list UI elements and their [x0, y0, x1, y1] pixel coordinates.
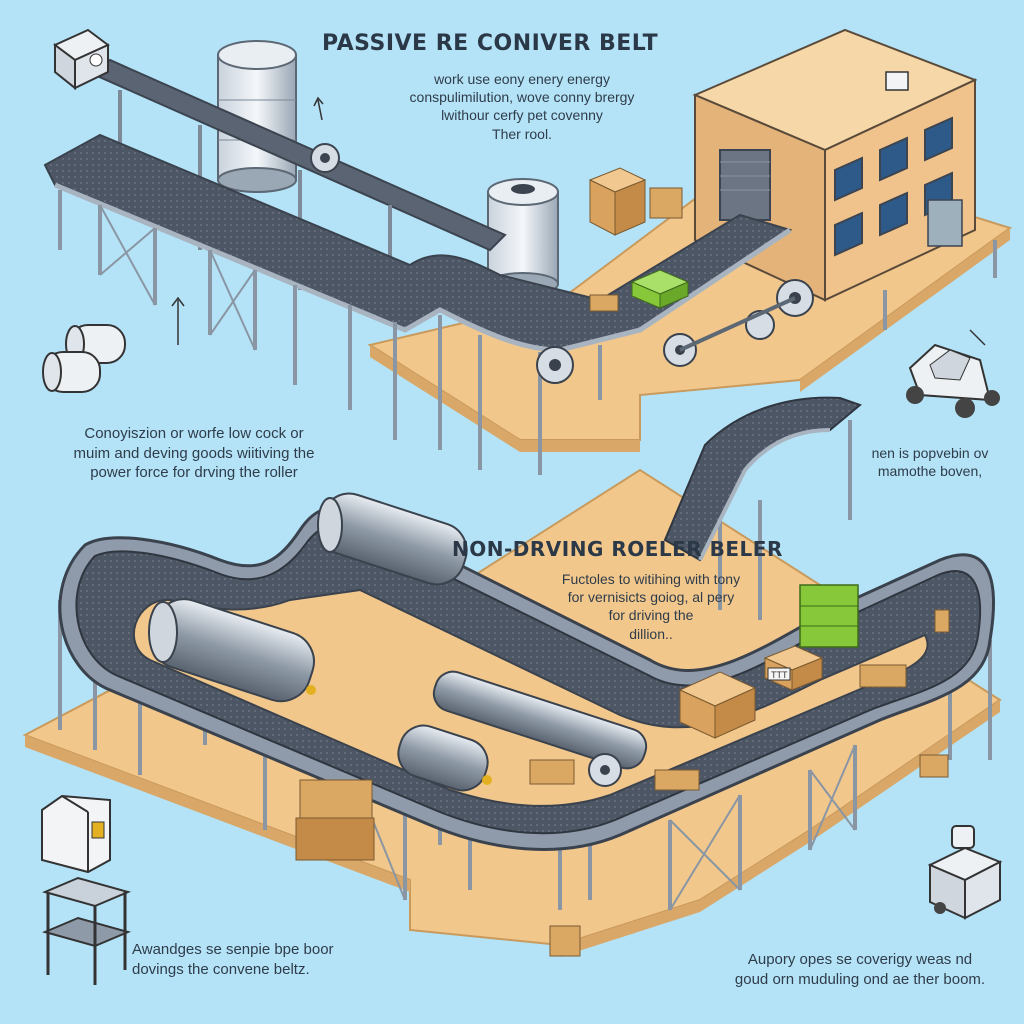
- cargo-boxes-upper: [588, 167, 690, 312]
- caption-bottom-right-line: Aupory opes se coverigy weas nd: [747, 951, 973, 968]
- motor-icon: [53, 28, 110, 91]
- shelf-rack-icon: [41, 876, 132, 985]
- caption-top-line: lwithour cerfy pet covenny: [441, 107, 603, 124]
- caption-right: nen is popvebin ov mamothe boven,: [840, 444, 1020, 480]
- caption-middle-line: for driving the: [608, 607, 694, 624]
- box-sign-text: TTT: [771, 670, 788, 680]
- caption-left-line: muim and deving goods wiitiving the: [73, 444, 315, 462]
- caption-left-line: power force for drving the roller: [90, 464, 298, 481]
- roller-pair-icon: [42, 324, 126, 393]
- drive-wheel: [536, 279, 814, 384]
- caption-bottom-left-line: dovings the convene beltz.: [132, 960, 310, 978]
- steel-coils: [148, 492, 648, 792]
- caption-bottom-left-line: Awandges se senpie bpe boor: [132, 941, 334, 958]
- gearbox-icon: [41, 794, 111, 874]
- caption-bottom-left: Awandges se senpie bpe boor dovings the …: [132, 940, 412, 979]
- caption-top-line: work use eony enery energy: [434, 71, 610, 87]
- caption-left-line: Conoyiszion or worfe low cock or: [84, 425, 304, 442]
- electric-motor-icon: [927, 825, 1003, 920]
- title-passive-belt: PASSIVE RE CONIVER BELT: [322, 31, 659, 56]
- caption-top: work use eony enery energy conspulimilut…: [352, 70, 692, 143]
- caption-middle-line: Fuctoles to witihing with tony: [561, 571, 741, 587]
- upper-conveyor: [43, 133, 997, 475]
- caption-top-line: conspulimilution, wove conny brergy: [409, 89, 635, 106]
- caption-top-line: Ther rool.: [492, 125, 552, 142]
- caption-right-line: nen is popvebin ov: [871, 445, 989, 461]
- caption-middle-line: dillion..: [629, 625, 673, 642]
- title-non-driving-belt: NON-DRVING ROELER BELER: [452, 537, 783, 561]
- caption-middle-line: for vernisicts goiog, al pery: [567, 589, 735, 606]
- caption-middle: Fuctoles to witihing with tony for verni…: [536, 570, 766, 643]
- caption-left: Conoyiszion or worfe low cock or muim an…: [44, 424, 344, 483]
- cargo-boxes-lower: [295, 584, 950, 957]
- utility-cart-icon: [906, 343, 1000, 418]
- caption-bottom-right-line: goud orn muduling ond ae ther boom.: [734, 970, 986, 988]
- caption-bottom-right: Aupory opes se coverigy weas nd goud orn…: [700, 950, 1020, 989]
- direction-arrows: [171, 96, 986, 346]
- caption-right-line: mamothe boven,: [877, 463, 983, 480]
